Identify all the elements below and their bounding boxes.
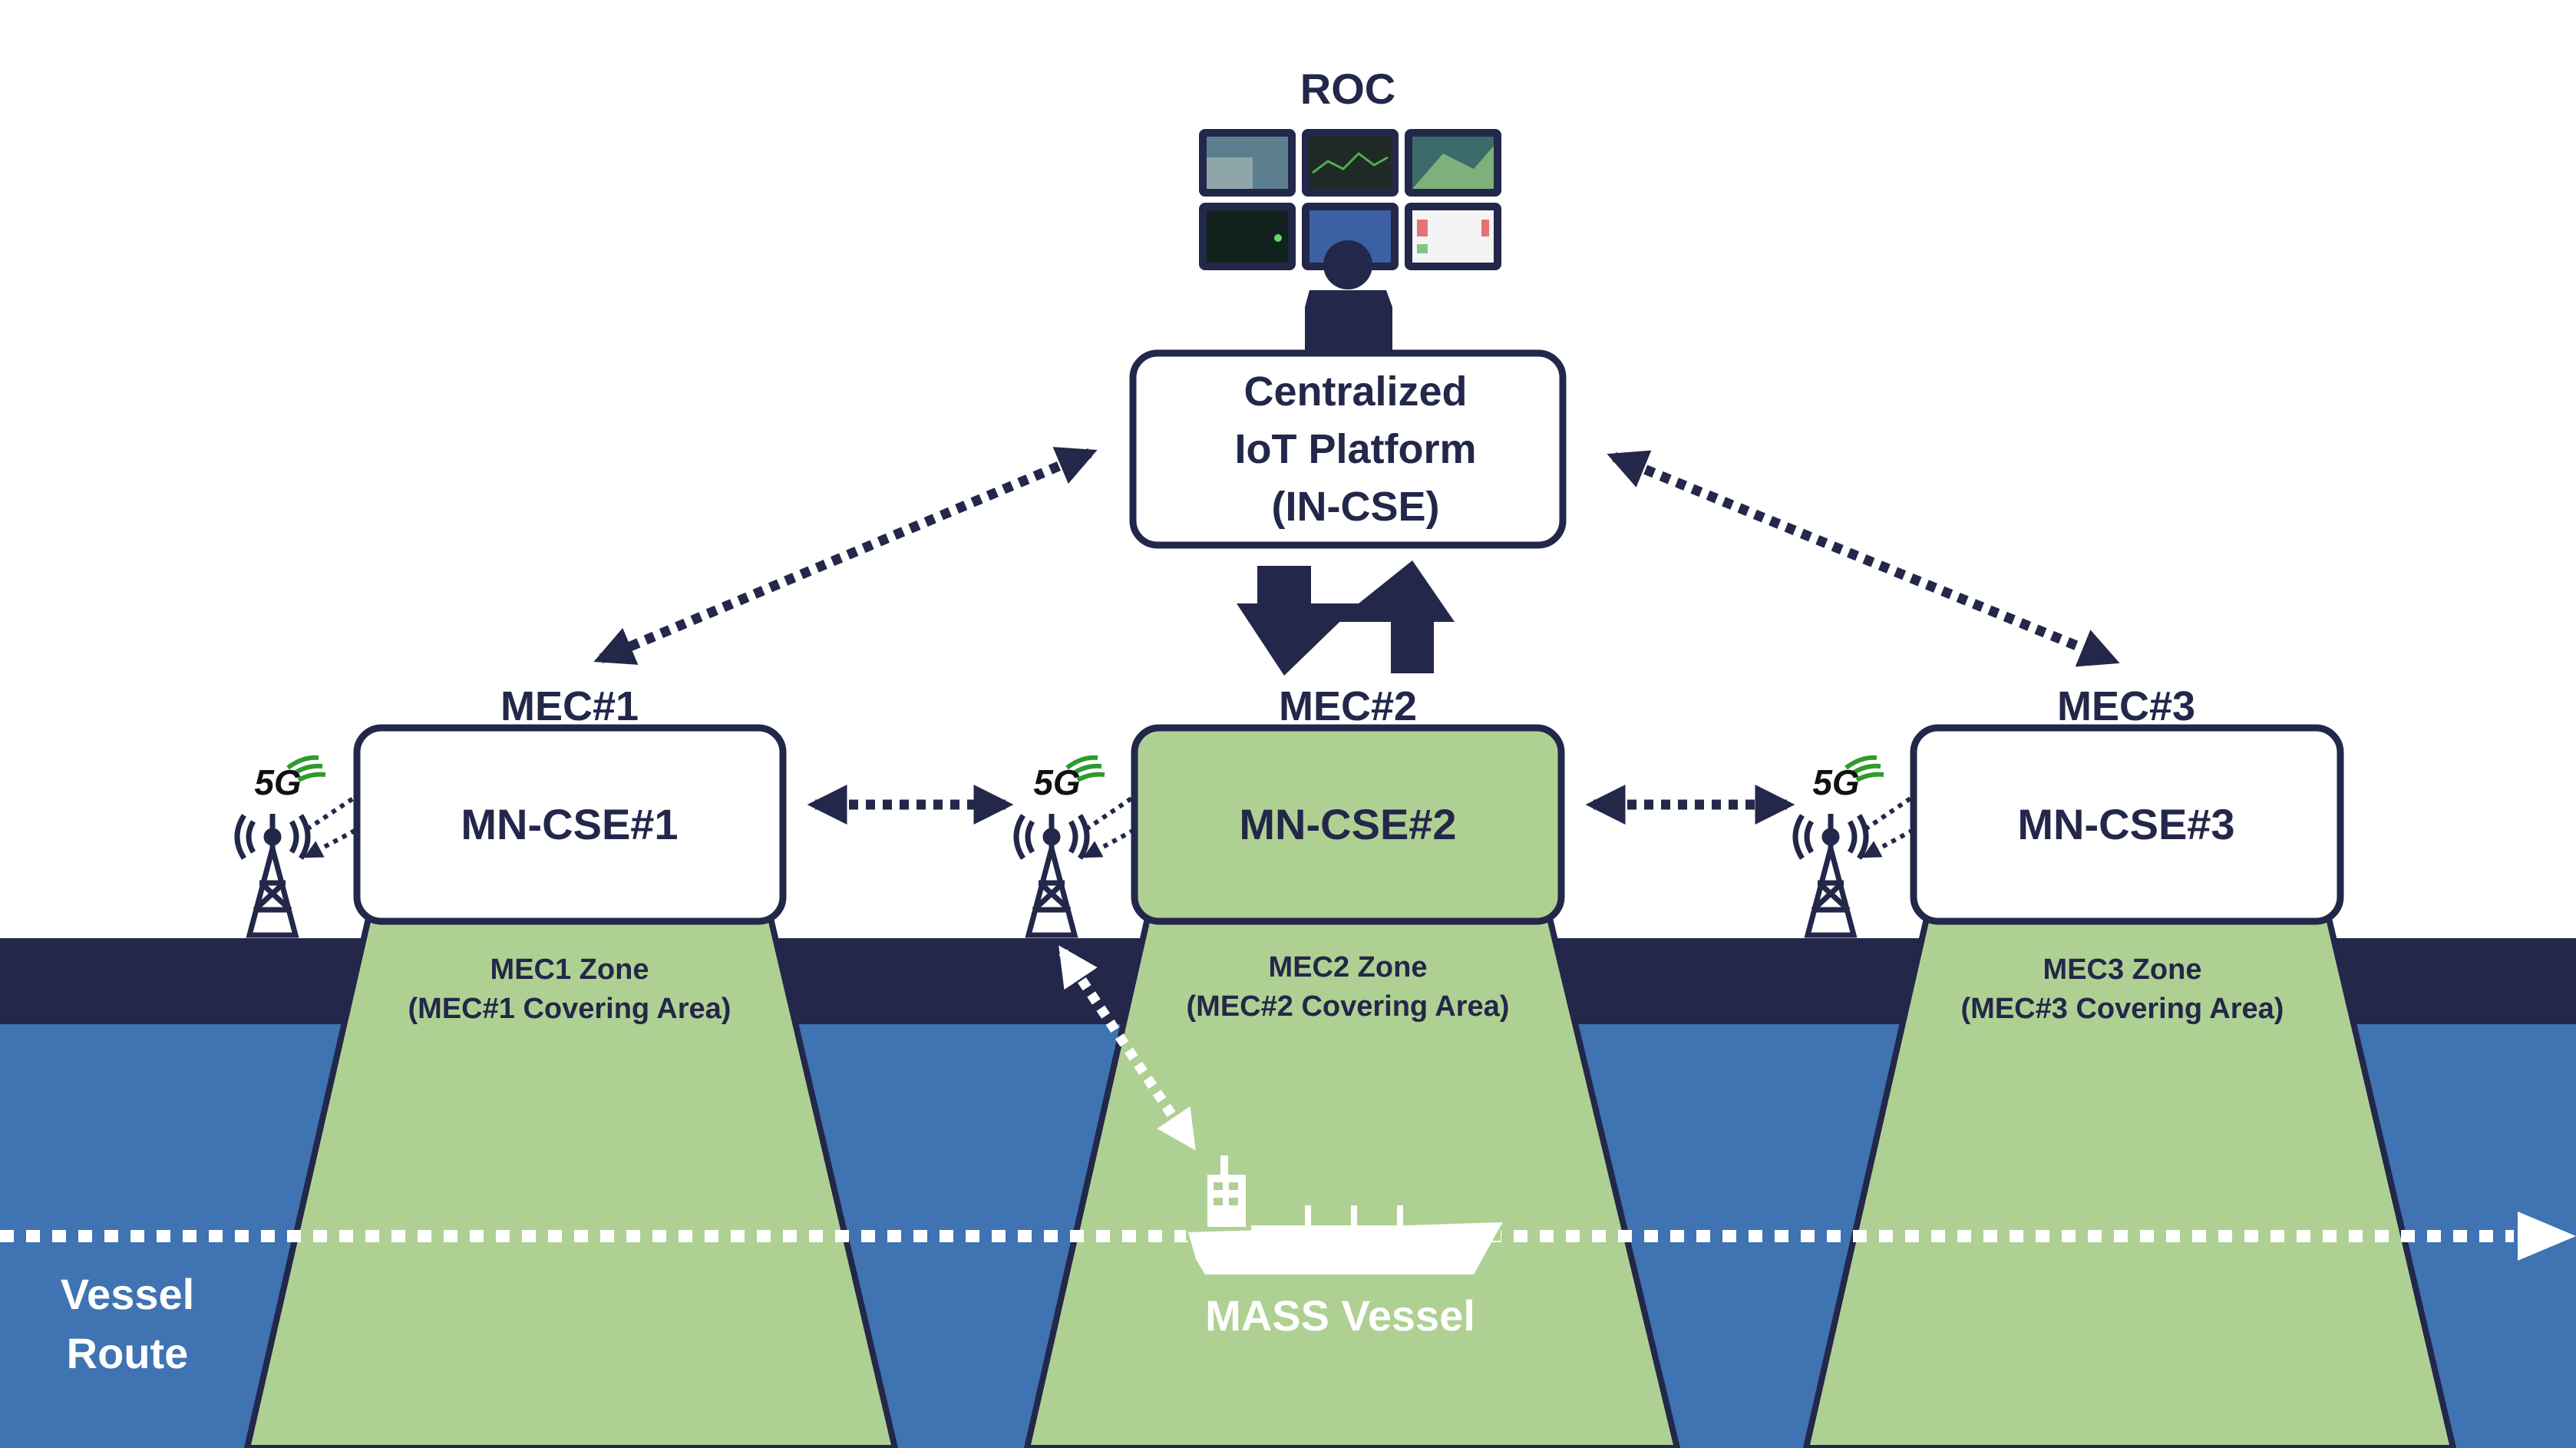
iot-platform-line2: IoT Platform bbox=[1234, 426, 1476, 472]
mec1-zone-title: MEC1 Zone bbox=[490, 954, 649, 986]
mass-vessel-label: MASS Vessel bbox=[1205, 1291, 1475, 1340]
roc-label: ROC bbox=[1300, 64, 1395, 113]
vessel-route-label-line2: Route bbox=[67, 1329, 189, 1377]
tower-2: 5G bbox=[1013, 755, 1134, 938]
tower-link-bottom bbox=[1082, 828, 1134, 858]
iot-platform-line1: Centralized bbox=[1243, 369, 1467, 415]
cell-tower-icon bbox=[234, 814, 311, 938]
roc-operator-icon bbox=[1305, 240, 1392, 350]
tower-link-top bbox=[1864, 796, 1912, 831]
link-platform-mec3 bbox=[1607, 450, 2120, 667]
cell-tower-icon bbox=[1013, 814, 1090, 938]
down-arrow bbox=[1237, 566, 1359, 676]
iot-platform-line3: (IN-CSE) bbox=[1272, 484, 1440, 530]
mn-cse2-label: MN-CSE#2 bbox=[1239, 800, 1456, 848]
iot-platform-box bbox=[1129, 349, 1567, 549]
signal-waves-icon bbox=[1065, 755, 1105, 782]
link-tower2-vessel bbox=[1058, 945, 1196, 1151]
mec3-label: MEC#3 bbox=[2057, 683, 2195, 729]
vessel-route-arrowhead bbox=[2518, 1212, 2576, 1261]
cell-tower-icon bbox=[1792, 814, 1869, 938]
mec2-zone-title: MEC2 Zone bbox=[1269, 951, 1428, 984]
mn-cse2-box bbox=[1131, 724, 1565, 925]
ship-icon bbox=[1186, 1155, 1503, 1274]
roc-monitor-wall bbox=[1199, 129, 1501, 270]
mn-cse3-box bbox=[1910, 724, 2344, 925]
mec3-zone-title: MEC3 Zone bbox=[2043, 954, 2202, 986]
mn-cse1-box bbox=[353, 724, 787, 925]
mec1-zone-subtitle: (MEC#1 Covering Area) bbox=[408, 993, 732, 1025]
mec1-label: MEC#1 bbox=[500, 683, 639, 729]
tower-link-top bbox=[1085, 796, 1133, 831]
mec2-label: MEC#2 bbox=[1279, 683, 1417, 729]
tower-link-bottom bbox=[1861, 828, 1914, 858]
up-arrow bbox=[1336, 560, 1455, 673]
tower-link-bottom bbox=[303, 828, 356, 858]
mec3-zone-subtitle: (MEC#3 Covering Area) bbox=[1961, 993, 2284, 1025]
vessel-route-label-line1: Vessel bbox=[61, 1270, 194, 1318]
tower-1: 5G bbox=[234, 755, 356, 938]
mn-cse3-label: MN-CSE#3 bbox=[2017, 800, 2234, 848]
tower-link-top bbox=[305, 796, 355, 831]
5g-badge: 5G bbox=[254, 762, 301, 802]
tower-3: 5G bbox=[1792, 755, 1914, 938]
signal-waves-icon bbox=[1844, 755, 1884, 782]
5g-badge: 5G bbox=[1033, 762, 1080, 802]
5g-badge: 5G bbox=[1812, 762, 1859, 802]
mec2-zone-subtitle: (MEC#2 Covering Area) bbox=[1187, 990, 1510, 1023]
signal-waves-icon bbox=[286, 755, 326, 782]
link-platform-mec1 bbox=[593, 447, 1098, 665]
mn-cse1-label: MN-CSE#1 bbox=[461, 800, 678, 848]
